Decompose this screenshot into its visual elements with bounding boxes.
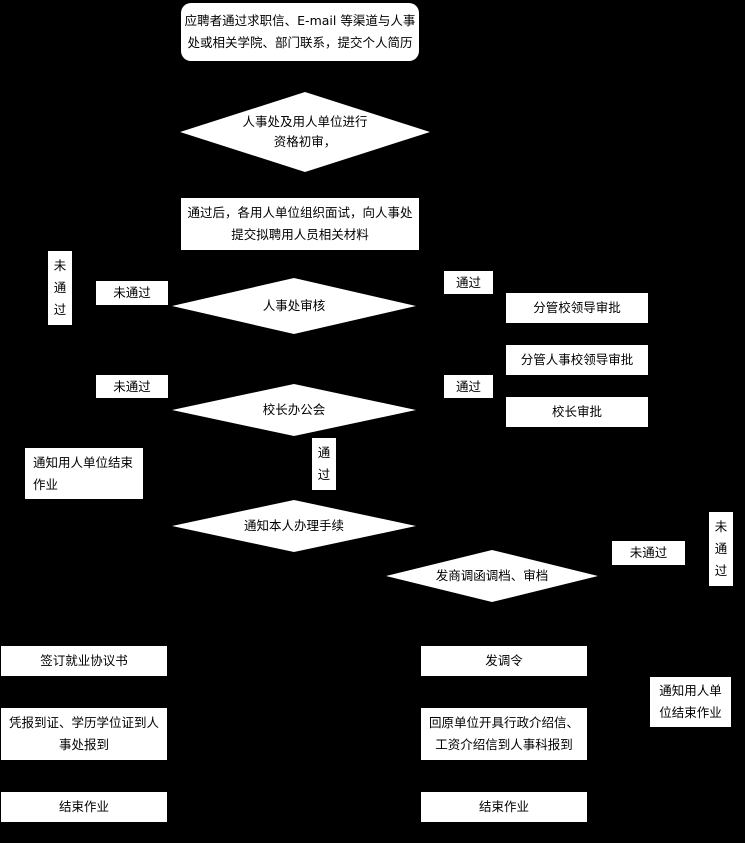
report-left-line2: 事处报到 — [58, 737, 109, 752]
d5-text: 发商调函调档、审档 — [435, 568, 549, 583]
left-fail-char: 过 — [53, 302, 67, 317]
right-fail-vertical-label: 未 通 过 — [709, 512, 733, 586]
principal-meeting-diamond: 校长办公会 — [172, 384, 416, 436]
hr-audit-diamond: 人事处审核 — [172, 278, 416, 334]
left-fail-char: 未 — [53, 258, 67, 273]
right-fail-char: 过 — [714, 563, 728, 578]
report-left-line1: 凭报到证、学历学位证到人 — [8, 715, 159, 730]
report-to-hr-section-box: 回原单位开具行政介绍信、 工资介绍信到人事科报到 — [421, 708, 587, 760]
pass-char: 通 — [317, 445, 331, 460]
interview-line1: 通过后，各用人单位组织面试，向人事处 — [187, 205, 413, 220]
fail-label-1: 未通过 — [96, 281, 168, 305]
pass-vertical-label: 通 过 — [312, 438, 336, 490]
d3-text: 校长办公会 — [262, 402, 326, 417]
report-right-line1: 回原单位开具行政介绍信、 — [428, 715, 579, 730]
vice-principal-approval-box: 分管校领导审批 — [506, 293, 648, 323]
fail-label-3: 未通过 — [612, 541, 685, 565]
fail-label-2: 未通过 — [96, 375, 168, 398]
interview-box: 通过后，各用人单位组织面试，向人事处 提交拟聘用人员相关材料 — [181, 198, 419, 250]
start-line1: 应聘者通过求职信、E-mail 等渠道与人事 — [184, 13, 416, 28]
report-to-hr-box: 凭报到证、学历学位证到人 事处报到 — [1, 708, 167, 760]
start-line2: 处或相关学院、部门联系，提交个人简历 — [187, 35, 413, 50]
principal-approval-box: 校长审批 — [506, 397, 648, 427]
d1-line1: 人事处及用人单位进行 — [242, 114, 368, 129]
right-fail-char: 未 — [714, 519, 728, 534]
file-transfer-diamond: 发商调函调档、审档 — [386, 550, 598, 602]
left-fail-vertical-label: 未 通 过 — [48, 251, 72, 325]
report-right-line2: 工资介绍信到人事科报到 — [435, 737, 573, 752]
d2-text: 人事处审核 — [262, 298, 326, 313]
sign-agreement-box: 签订就业协议书 — [1, 646, 167, 676]
d4-text: 通知本人办理手续 — [243, 518, 344, 533]
pass-label-2: 通过 — [444, 375, 493, 398]
interview-line2: 提交拟聘用人员相关材料 — [231, 227, 369, 242]
pass-char: 过 — [317, 467, 331, 482]
right-fail-char: 通 — [714, 541, 728, 556]
start-box: 应聘者通过求职信、E-mail 等渠道与人事 处或相关学院、部门联系，提交个人简… — [181, 3, 419, 61]
notify-right-line2: 位结束作业 — [659, 705, 722, 720]
left-fail-char: 通 — [53, 280, 67, 295]
notify-left-line2: 作业 — [33, 476, 59, 492]
d1-line2: 资格初审， — [273, 134, 337, 149]
pass-label-1: 通过 — [444, 271, 493, 294]
notify-left-line1: 通知用人单位结束 — [33, 454, 134, 470]
notify-procedure-diamond: 通知本人办理手续 — [172, 500, 416, 552]
end-left-box: 结束作业 — [1, 792, 167, 822]
end-right-box: 结束作业 — [421, 792, 587, 822]
qualification-review-diamond: 人事处及用人单位进行 资格初审， — [180, 92, 430, 172]
notify-right-line1: 通知用人单 — [659, 683, 722, 698]
transfer-order-box: 发调令 — [421, 646, 587, 676]
notify-unit-end-left-box: 通知用人单位结束 作业 — [25, 448, 143, 499]
notify-unit-end-right-box: 通知用人单 位结束作业 — [650, 677, 731, 727]
hr-vice-principal-approval-box: 分管人事校领导审批 — [506, 345, 648, 375]
